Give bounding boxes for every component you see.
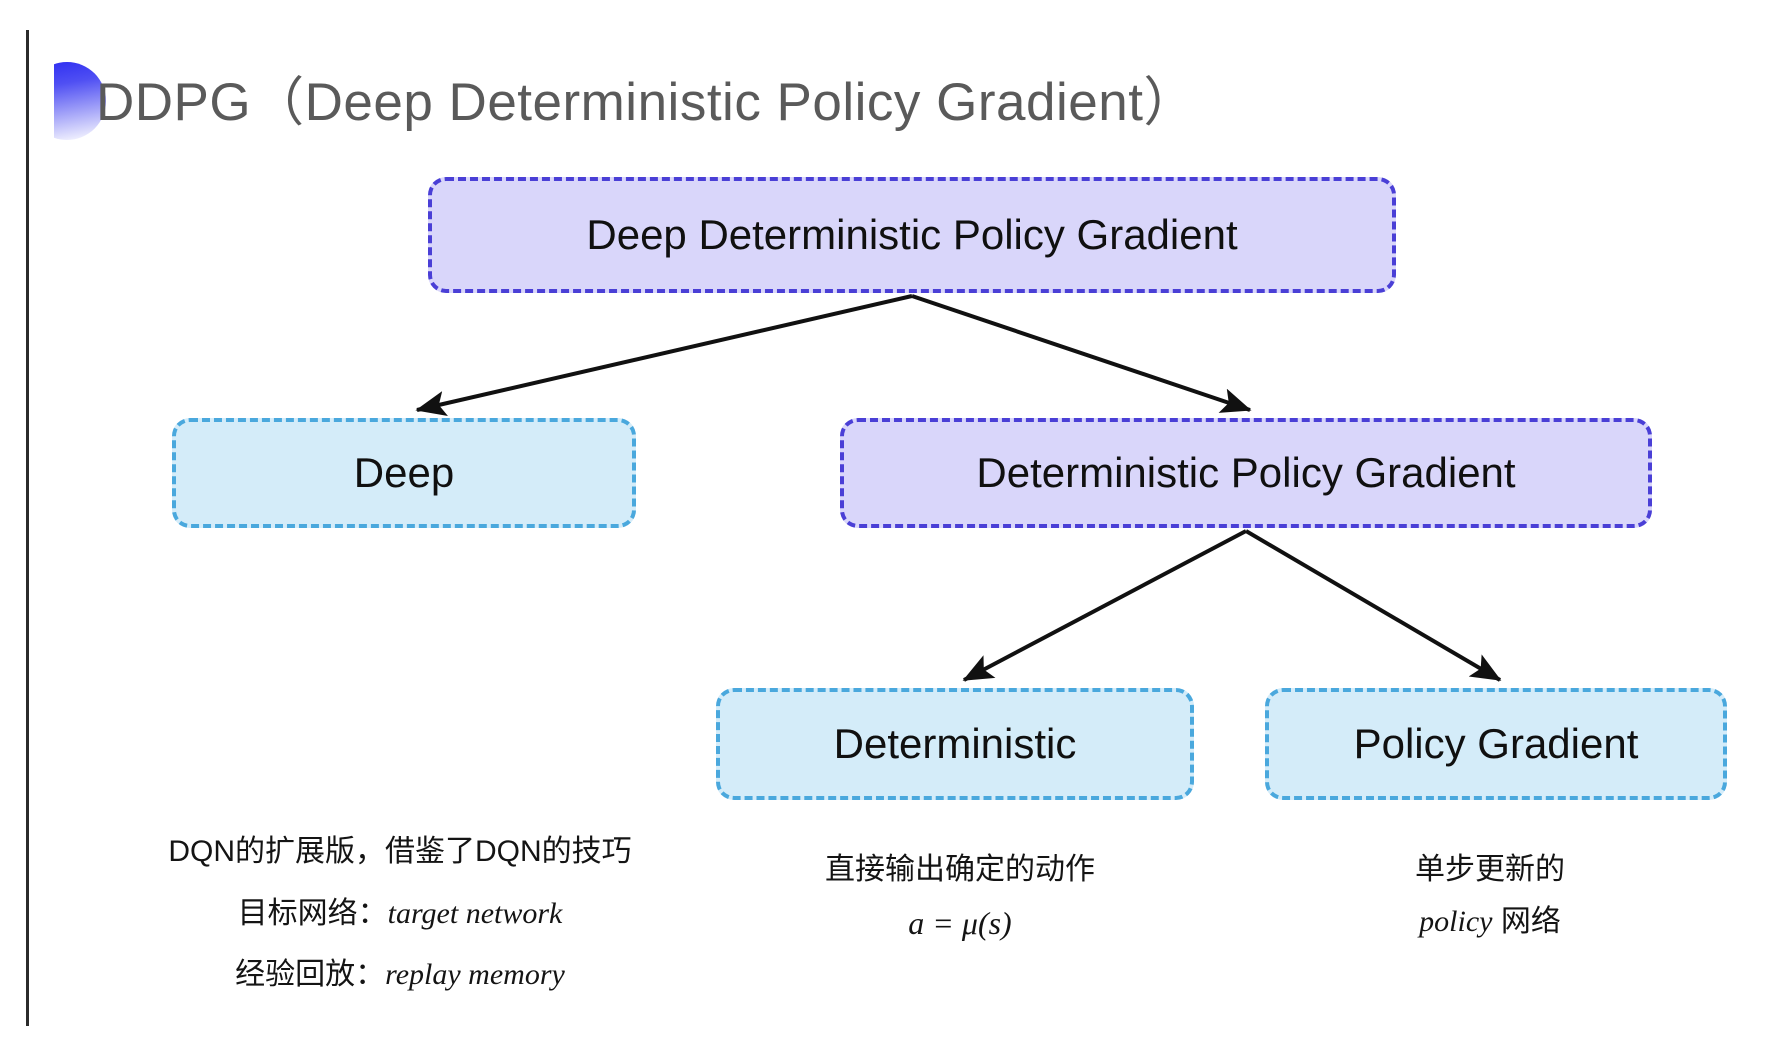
edge-root-to-deep — [415, 294, 913, 417]
title-bullet-icon — [54, 62, 106, 140]
note-deep-line3: 经验回放：replay memory — [120, 953, 680, 997]
slide-left-rule — [26, 30, 29, 1026]
edge-dpg-to-deterministic — [962, 529, 1247, 682]
node-deterministic[interactable]: Deterministic — [716, 688, 1194, 800]
edge-dpg-to-policy-gradient — [1244, 529, 1502, 682]
node-label: Deep — [353, 448, 455, 496]
note-deep: DQN的扩展版，借鉴了DQN的技巧 目标网络：target network 经验… — [120, 830, 680, 997]
node-deep-deterministic-policy-gradient[interactable]: Deep Deterministic Policy Gradient — [428, 177, 1396, 293]
note-policy-gradient-line2-value: policy — [1419, 904, 1493, 938]
note-deterministic-formula: a = μ(s) — [908, 904, 1012, 941]
edge-root-to-dpg — [911, 294, 1252, 413]
node-label: Deterministic Policy Gradient — [976, 448, 1516, 496]
note-deep-line1: DQN的扩展版，借鉴了DQN的技巧 — [168, 835, 632, 868]
node-deterministic-policy-gradient[interactable]: Deterministic Policy Gradient — [840, 418, 1652, 528]
note-deep-line2-value: target network — [387, 896, 563, 930]
note-deep-line2-label: 目标网络： — [237, 896, 388, 930]
note-deterministic: 直接输出确定的动作 a = μ(s) — [720, 848, 1200, 954]
page-title: DDPG（Deep Deterministic Policy Gradient） — [96, 73, 1197, 132]
note-policy-gradient-line1: 单步更新的 — [1415, 853, 1565, 886]
node-label: Policy Gradient — [1353, 719, 1639, 767]
note-policy-gradient-line2: policy 网络 — [1250, 900, 1730, 944]
note-policy-gradient: 单步更新的 policy 网络 — [1250, 848, 1730, 951]
note-deterministic-line1: 直接输出确定的动作 — [825, 853, 1095, 886]
node-label: Deep Deterministic Policy Gradient — [586, 210, 1238, 258]
note-deep-line2: 目标网络：target network — [120, 892, 680, 936]
note-deep-line3-value: replay memory — [385, 958, 565, 991]
node-policy-gradient[interactable]: Policy Gradient — [1265, 688, 1727, 800]
note-deep-line3-label: 经验回放： — [235, 958, 386, 991]
note-policy-gradient-line2-suffix: 网络 — [1492, 904, 1561, 938]
node-deep[interactable]: Deep — [172, 418, 636, 528]
node-label: Deterministic — [833, 719, 1077, 767]
